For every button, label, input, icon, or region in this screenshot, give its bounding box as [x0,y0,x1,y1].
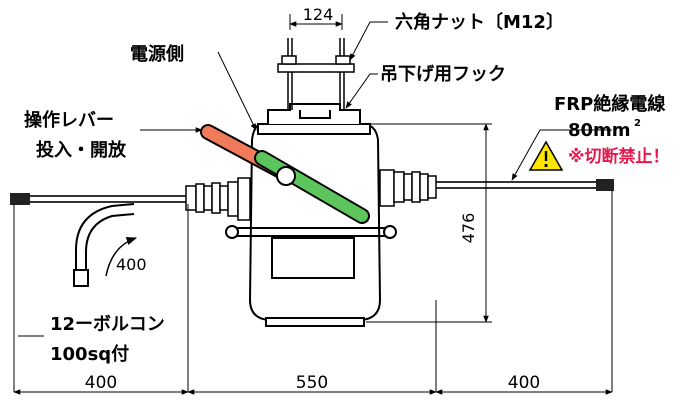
bent-cable [73,203,135,287]
dim-center: 550 [296,373,328,393]
hex-nut-label: 六角ナット〔M12〕 [395,11,564,33]
right-wire [418,179,614,191]
power-side-label: 電源側 [130,43,184,65]
right-bushing [379,169,437,207]
dim-left: 400 [85,373,117,393]
hex-nut-bolts [277,38,355,110]
lever-label: 操作レバー [24,109,114,131]
frp-wire-label: FRP絶縁電線 [554,93,665,115]
warning-triangle-icon [528,140,564,171]
bolcon-size-label: 100sq付 [50,343,129,365]
dim-bend-radius: 400 [116,255,147,274]
left-bushing [185,177,251,221]
lever-pivot [276,166,296,186]
warning-label: ※切断禁止！ [568,146,670,167]
wire-size-superscript: 2 [634,118,641,129]
leader-lines [140,21,612,181]
dim-height: 476 [459,213,478,244]
dim-hook-spacing: 124 [303,5,334,24]
hanging-hook [267,103,361,124]
left-wire [10,193,188,205]
bolcon-label: 12ーボルコン [50,314,165,335]
dimension-lines [13,14,613,395]
lever-action-label: 投入・開放 [36,139,127,161]
wire-size-label: 80mm [568,120,631,141]
hook-label: 吊下げ用フック [380,64,506,85]
bend-radius-arrow [105,237,137,277]
operating-lever-close[interactable] [254,150,370,224]
dim-right: 400 [508,373,540,393]
